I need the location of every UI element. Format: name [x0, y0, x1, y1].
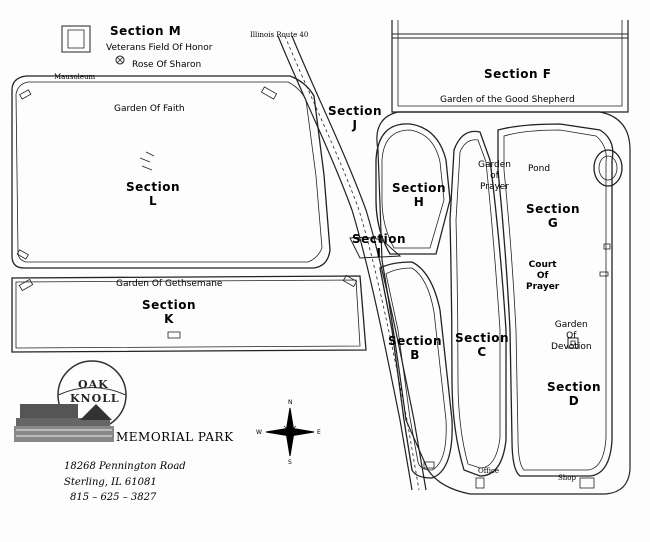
road-label: Illinois Route 40 [250, 31, 309, 39]
section-k-label: Section K [142, 298, 197, 326]
office-label: Office [478, 467, 500, 475]
address-line2: Sterling, IL 61081 [64, 477, 157, 488]
address-line1: 18268 Pennington Road [64, 461, 186, 472]
logo-line2: KNOLL [70, 392, 120, 405]
garden-of-gethsemane-label: Garden Of Gethsemane [116, 279, 223, 289]
compass-east: E [317, 429, 321, 436]
section-m-label: Section M [110, 24, 182, 38]
garden-of-prayer-label: Garden of Prayer [478, 160, 511, 192]
garden-of-faith-label: Garden Of Faith [114, 104, 185, 114]
section-c-label: Section C [455, 331, 510, 359]
oak-knoll-logo [14, 360, 127, 442]
section-l-label: Section L [126, 180, 181, 208]
compass-west: W [256, 429, 262, 436]
section-f-subtitle: Garden of the Good Shepherd [440, 95, 575, 105]
pond-label: Pond [528, 164, 551, 174]
phone: 815 – 625 – 3827 [70, 492, 157, 503]
section-j-label: Section J [328, 104, 383, 132]
section-d-label: Section D [547, 380, 602, 408]
section-i-label: Section I [352, 232, 407, 260]
rose-of-sharon-label: Rose Of Sharon [132, 60, 202, 70]
section-h-label: Section H [392, 181, 447, 209]
logo-line1: OAK [78, 378, 109, 391]
section-g-label: Section G [526, 202, 581, 230]
section-b-label: Section B [388, 334, 443, 362]
court-of-prayer-label: Court Of Prayer [526, 260, 560, 292]
mausoleum-label: Mausoleum [54, 73, 96, 81]
section-f-label: Section F [484, 67, 552, 81]
compass-south: S [288, 459, 292, 466]
compass-rose [265, 407, 315, 457]
garden-of-devotion-label: Garden Of Devotion [551, 320, 592, 352]
park-name: MEMORIAL PARK [116, 430, 234, 444]
compass-north: N [288, 399, 293, 406]
section-m-subtitle: Veterans Field Of Honor [106, 43, 213, 53]
shop-label: Shop [558, 474, 576, 482]
